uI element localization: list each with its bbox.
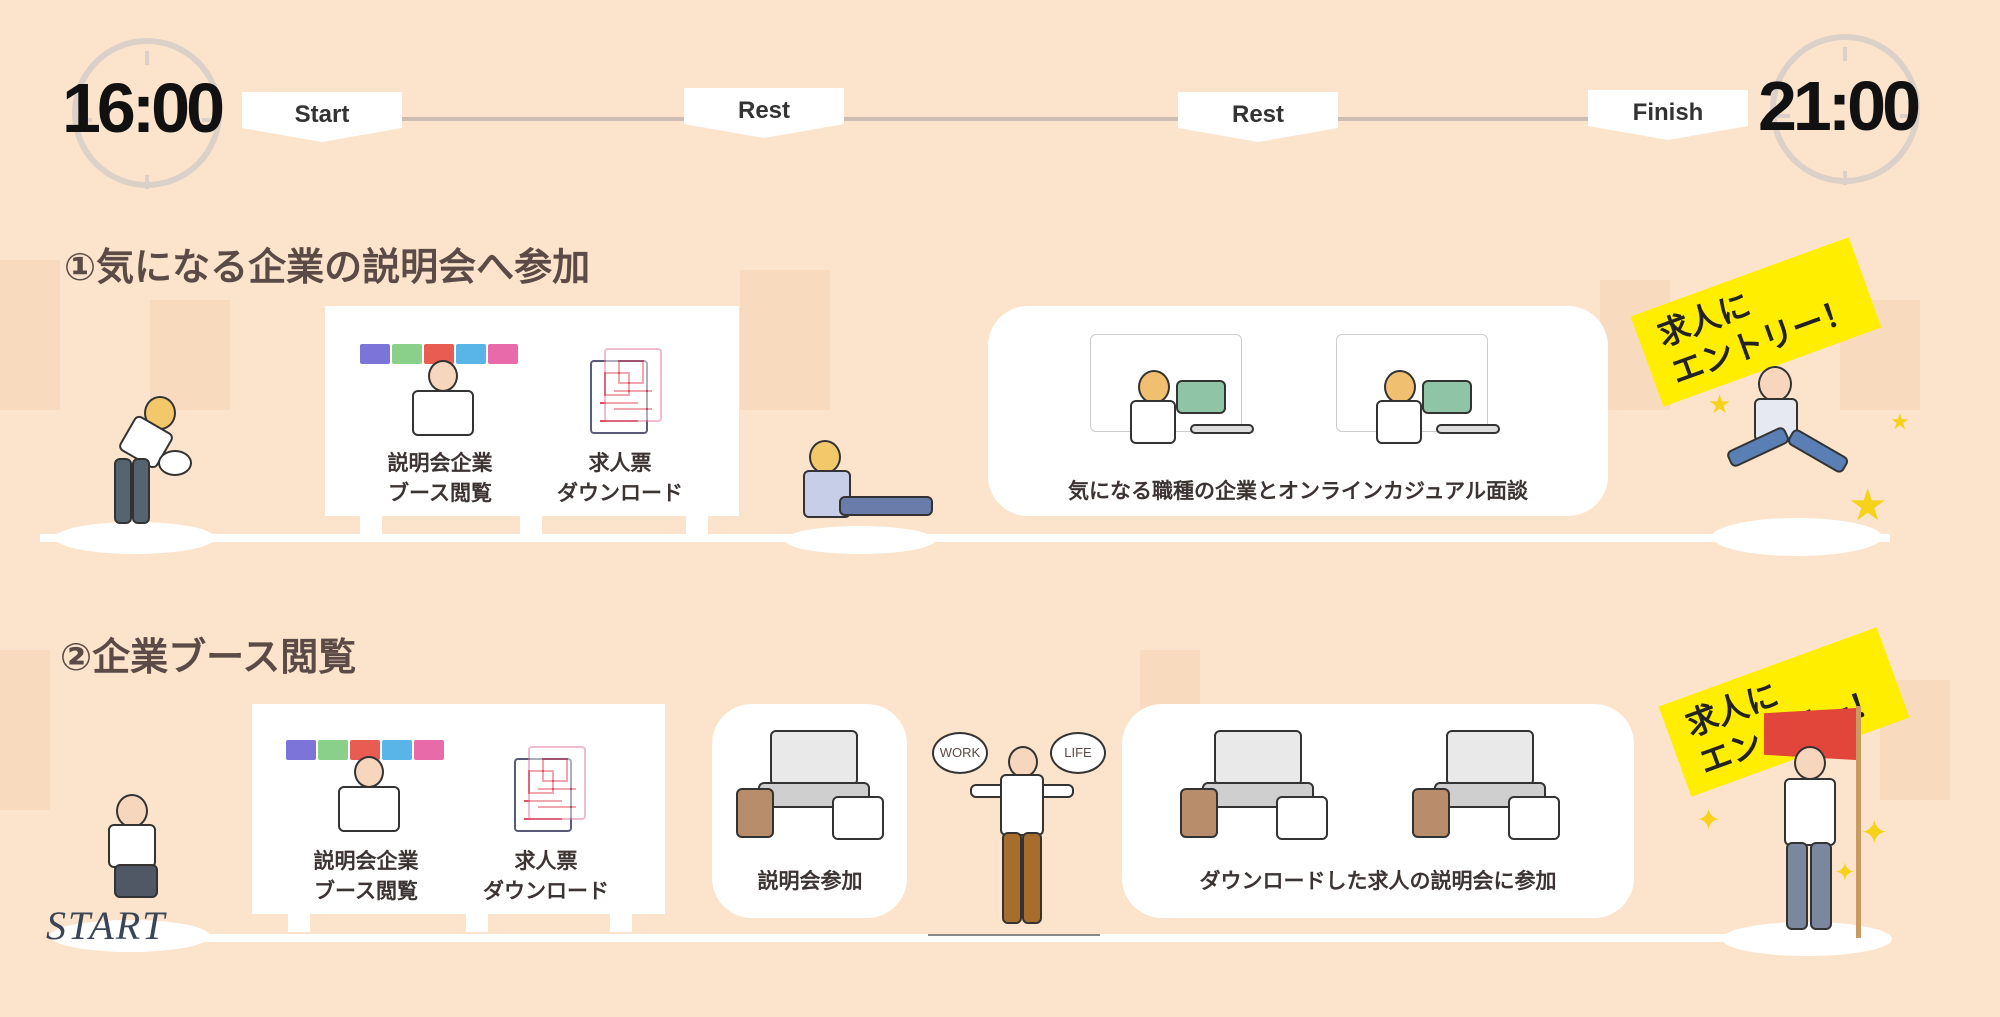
card-leg xyxy=(610,914,632,932)
card-leg xyxy=(360,516,382,534)
clock-icon xyxy=(72,38,222,189)
starting-runner-illustration xyxy=(70,788,190,908)
start-time: 16:00 xyxy=(62,69,225,147)
section2-card-booth-download xyxy=(252,704,665,914)
online-meeting-illustration xyxy=(1336,334,1506,464)
star-icon: ★ xyxy=(1890,410,1910,435)
section1-road xyxy=(40,534,1890,542)
ground-line xyxy=(928,934,1100,936)
section2-road xyxy=(60,934,1890,942)
pointing-man-illustration xyxy=(316,756,406,832)
laptop-seminar-illustration xyxy=(1412,726,1562,844)
stage-pad xyxy=(50,920,210,952)
sparkle-icon: ✦ xyxy=(1860,813,1889,853)
searching-person-illustration xyxy=(96,388,206,528)
background-building xyxy=(150,300,230,410)
background-building xyxy=(740,270,830,410)
pointing-man-illustration xyxy=(390,360,480,436)
marker-rest-2: Rest xyxy=(1178,92,1338,142)
jumping-person-illustration xyxy=(1716,362,1876,502)
clock-icon xyxy=(1770,34,1920,185)
card-leg xyxy=(686,516,708,534)
marker-finish: Finish xyxy=(1588,90,1748,140)
card-label-job-download: 求人票 ダウンロード xyxy=(483,849,609,903)
sparkle-icon: ✦ xyxy=(1834,858,1856,888)
stage-pad xyxy=(1712,518,1882,556)
marker-rest-1: Rest xyxy=(684,88,844,138)
card-label-seminar: 説明会参加 xyxy=(757,869,863,893)
section1-title: ①気になる企業の説明会へ参加 xyxy=(64,245,591,289)
card-label-job-download: 求人票 ダウンロード xyxy=(557,451,683,505)
timeline-bar xyxy=(320,117,1710,121)
booth-cards-icon xyxy=(286,740,444,760)
card-label-casual-interview: 気になる職種の企業とオンラインカジュアル面談 xyxy=(1068,479,1528,503)
card-leg xyxy=(288,914,310,932)
resting-person-illustration xyxy=(795,436,945,526)
stage-pad xyxy=(785,526,935,554)
work-bubble: WORK xyxy=(932,732,988,774)
booth-cards-icon xyxy=(360,344,518,364)
card-leg xyxy=(520,516,542,534)
card-label-booth-browse: 説明会企業 ブース閲覧 xyxy=(313,849,419,903)
laptop-seminar-illustration xyxy=(736,726,886,844)
background-building xyxy=(0,260,60,410)
star-icon: ★ xyxy=(1708,390,1732,420)
star-icon: ★ xyxy=(1848,480,1888,531)
laptop-seminar-illustration xyxy=(1180,726,1330,844)
job-sheet-document-icon xyxy=(528,746,586,820)
flag-pole xyxy=(1856,706,1861,938)
stage-pad xyxy=(1722,922,1892,956)
section2-title: ②企業ブース閲覧 xyxy=(60,635,357,679)
background-building xyxy=(0,650,50,810)
life-bubble: LIFE xyxy=(1050,732,1106,774)
stage-pad xyxy=(55,522,215,554)
sparkle-icon: ✦ xyxy=(1696,803,1722,838)
card-label-booth-browse: 説明会企業 ブース閲覧 xyxy=(387,451,493,505)
online-meeting-illustration xyxy=(1090,334,1260,464)
card-leg xyxy=(466,914,488,932)
card-label-downloaded-seminar: ダウンロードした求人の説明会に参加 xyxy=(1199,869,1557,893)
work-life-balance-illustration xyxy=(950,742,1090,932)
section1-card-casual-interview xyxy=(988,306,1608,516)
start-label: START xyxy=(46,903,167,948)
end-time: 21:00 xyxy=(1758,67,1921,145)
marker-start: Start xyxy=(242,92,402,142)
section1-card-booth-download xyxy=(325,306,739,516)
job-sheet-document-icon xyxy=(604,348,662,422)
man-with-flag-illustration xyxy=(1758,742,1858,932)
